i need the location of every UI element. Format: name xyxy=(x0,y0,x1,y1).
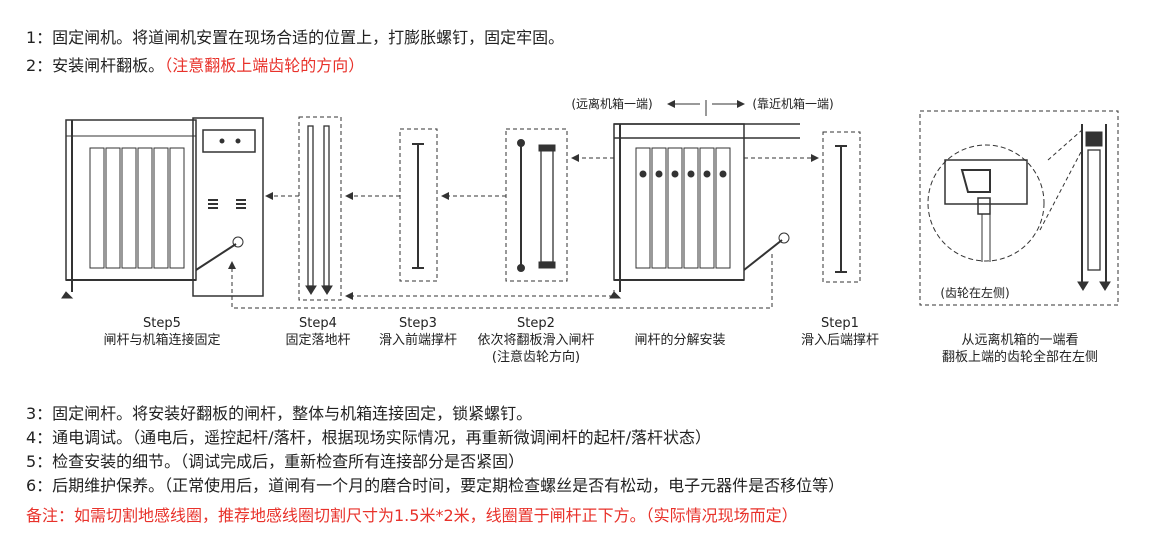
caption-gear-view: 从远离机箱的一端看 翻板上端的齿轮全部在左侧 xyxy=(941,333,1099,365)
step2-flap-insert-illustration xyxy=(505,128,568,282)
gear-detail-illustration xyxy=(919,110,1119,306)
flow-arrows xyxy=(228,154,819,309)
remark-note: 备注：如需切割地感线圈，推荐地感线圈切割尺寸为1.5米*2米，线圈置于闸杆正下方… xyxy=(26,506,798,525)
exploded-gate-bar-illustration xyxy=(609,100,800,299)
instruction-step-6: 6：后期维护保养。（正常使用后，道闸有一个月的磨合时间，要定期检查螺丝是否有松动… xyxy=(26,476,845,495)
caption-step5: Step5 闸杆与机箱连接固定 xyxy=(103,316,221,348)
instruction-step-2-note: （注意翻板上端齿轮的方向） xyxy=(164,56,365,75)
caption-step2: Step2 依次将翻板滑入闸杆 (注意齿轮方向) xyxy=(477,316,595,365)
gear-left-label: (齿轮在左侧) xyxy=(940,286,1010,300)
instruction-step-1: 1：固定闸机。将道闸机安置在现场合适的位置上，打膨胀螺钉，固定牢固。 xyxy=(26,28,565,47)
instruction-step-5: 5：检查安装的细节。（调试完成后，重新检查所有连接部分是否紧固） xyxy=(26,452,525,471)
step4-floor-rod-illustration xyxy=(298,116,342,301)
direction-away-label: (远离机箱一端) xyxy=(571,97,653,111)
step5-assembled-gate-illustration xyxy=(61,117,264,299)
caption-step3: Step3 滑入前端撑杆 xyxy=(378,316,458,348)
step1-rear-strut-illustration xyxy=(822,131,861,283)
direction-near-label: (靠近机箱一端) xyxy=(752,97,834,111)
instruction-step-4: 4：通电调试。（通电后，遥控起杆/落杆，根据现场实际情况，再重新微调闸杆的起杆/… xyxy=(26,428,711,447)
step3-front-strut-illustration xyxy=(399,128,438,282)
instruction-step-3: 3：固定闸杆。将安装好翻板的闸杆，整体与机箱连接固定，锁紧螺钉。 xyxy=(26,404,533,423)
caption-exploded: 闸杆的分解安装 xyxy=(634,333,726,348)
instruction-step-2: 2：安装闸杆翻板。（注意翻板上端齿轮的方向） xyxy=(26,56,365,75)
caption-step1: Step1 滑入后端撑杆 xyxy=(800,316,880,348)
caption-step4: Step4 固定落地杆 xyxy=(285,316,351,348)
